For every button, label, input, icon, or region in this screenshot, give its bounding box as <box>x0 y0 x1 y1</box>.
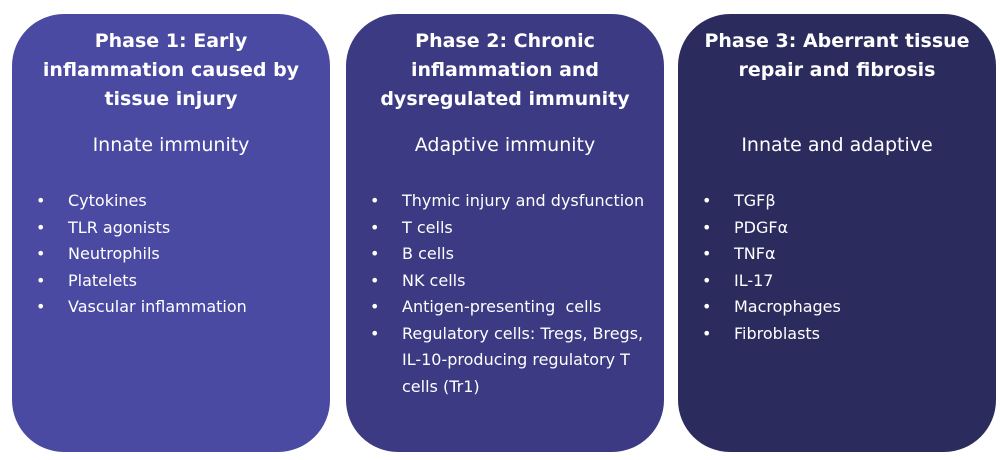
phase-3-title: Phase 3: Aberrant tissue repair and fibr… <box>704 30 970 81</box>
list-item: Fibroblasts <box>696 321 984 348</box>
list-item: TGFβ <box>696 188 984 215</box>
phase-1-list: Cytokines TLR agonists Neutrophils Plate… <box>30 188 318 321</box>
list-item: TNFα <box>696 241 984 268</box>
list-item: Regulatory cells: Tregs, Bregs, IL-10-pr… <box>364 321 652 401</box>
list-item: NK cells <box>364 268 652 295</box>
phase-3-panel: Phase 3: Aberrant tissue repair and fibr… <box>678 14 996 452</box>
phase-1-title: Phase 1: Early inflammation caused by ti… <box>42 30 300 110</box>
list-item: IL-17 <box>696 268 984 295</box>
list-item: Vascular inflammation <box>30 294 318 321</box>
phase-1-panel: Phase 1: Early inflammation caused by ti… <box>12 14 330 452</box>
list-item: B cells <box>364 241 652 268</box>
list-item: Neutrophils <box>30 241 318 268</box>
list-item: Cytokines <box>30 188 318 215</box>
phase-1-subtitle: Innate immunity <box>92 134 250 156</box>
list-item: Platelets <box>30 268 318 295</box>
phase-2-panel: Phase 2: Chronic inflammation and dysreg… <box>346 14 664 452</box>
list-item: Macrophages <box>696 294 984 321</box>
phase-3-subtitle: Innate and adaptive <box>741 134 933 156</box>
phase-2-title: Phase 2: Chronic inflammation and dysreg… <box>380 30 630 110</box>
list-item: Thymic injury and dysfunction <box>364 188 652 215</box>
phase-2-subtitle: Adaptive immunity <box>414 134 596 156</box>
list-item: PDGFα <box>696 215 984 242</box>
list-item: Antigen-presenting cells <box>364 294 652 321</box>
phase-3-list: TGFβ PDGFα TNFα IL-17 Macrophages Fibrob… <box>696 188 984 347</box>
list-item: TLR agonists <box>30 215 318 242</box>
list-item: T cells <box>364 215 652 242</box>
phase-2-list: Thymic injury and dysfunction T cells B … <box>364 188 652 400</box>
